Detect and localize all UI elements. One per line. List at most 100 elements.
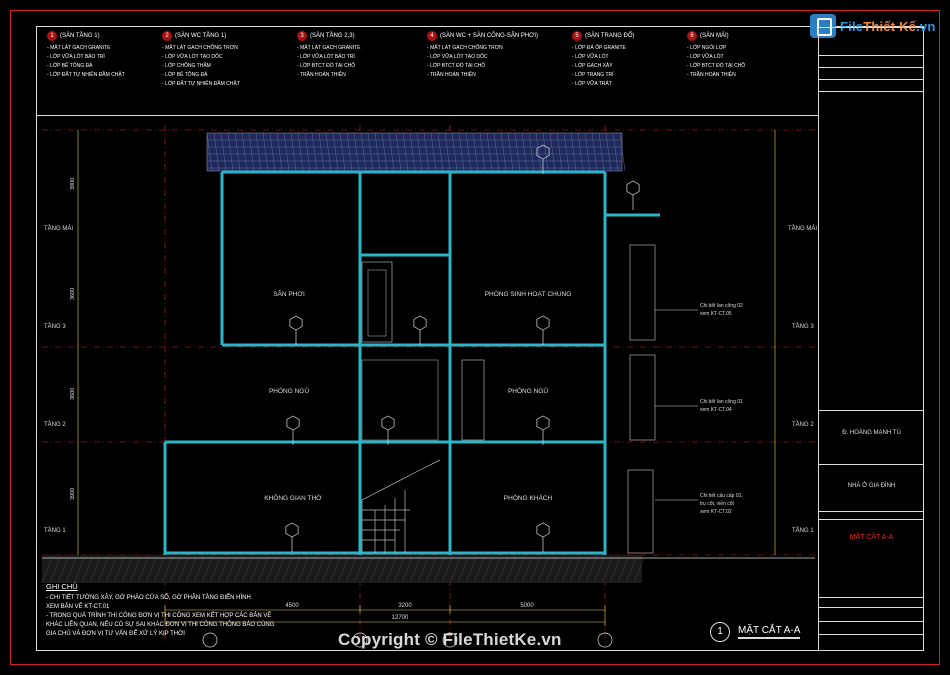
note-line: LỚP VỮA LÓT xyxy=(572,53,692,62)
note-line: TRẦN HOÀN THIỆN xyxy=(297,71,417,80)
note-title: (SÀN TRANG ĐỔ) xyxy=(585,32,635,39)
roof xyxy=(206,132,626,172)
note-line: MẶT LÁT GẠCH GRANITE xyxy=(297,44,417,53)
hex-tag xyxy=(626,180,640,196)
note-line: LỚP ĐẤT TỰ NHIÊN ĐẦM CHẶT xyxy=(47,71,167,80)
staircase xyxy=(361,459,441,553)
note-line: LỚP BTCT ĐỔ TẠI CHỖ xyxy=(687,62,807,71)
level-3-right: TẦNG 3 xyxy=(792,323,814,330)
note-line: LỚP TRANG TRÍ xyxy=(572,71,692,80)
note-line-3: - TRONG QUÁ TRÌNH THI CÔNG ĐƠN VỊ THI CÔ… xyxy=(46,613,272,619)
height-4: 3900 xyxy=(70,178,76,190)
height-dims: 3900 3600 3600 3900 xyxy=(70,178,76,500)
section-title: MẶT CẮT A-A xyxy=(738,625,801,639)
note-column-3: 3(SÀN TẦNG 2,3)MẶT LÁT GẠCH GRANITELỚP V… xyxy=(297,31,417,80)
level-2-right: TẦNG 2 xyxy=(792,421,814,428)
dim-4500: 4500 xyxy=(285,603,299,609)
grid-bubbles xyxy=(202,632,613,648)
note-title: (SÀN MÁI) xyxy=(700,32,729,39)
note-line: LỚP GẠCH XÂY xyxy=(572,62,692,71)
height-3: 3600 xyxy=(70,288,76,300)
drawing-border-outer xyxy=(10,10,940,665)
callout-1a: Chi tiết lan công 02 xyxy=(700,303,743,309)
note-line: LỚP ĐẤT TỰ NHIÊN ĐẦM CHẶT xyxy=(162,80,282,89)
callouts: Chi tiết lan công 02 xem KT-CT.05 Chi ti… xyxy=(700,303,743,515)
room-labels: SÂN PHƠI PHÒNG SINH HOẠT CHUNG PHÒNG NGỦ… xyxy=(264,289,571,502)
note-line: LỚP BÊ TÔNG ĐÁ xyxy=(47,62,167,71)
note-column-2: 2(SÀN WC TẦNG 1) MẶT LÁT GẠCH CHỐNG TRƠN L… xyxy=(162,31,282,89)
horizontal-dimensions xyxy=(164,605,606,626)
ground xyxy=(41,555,815,584)
dim-5000: 5000 xyxy=(520,603,534,609)
note-number: 5 xyxy=(572,31,582,41)
note-line-1: - CHI TIẾT TƯỜNG XÂY, GỜ PHÀO CỬA SỔ, GỜ… xyxy=(46,595,251,601)
note-line: LỚP CHỐNG THẤM xyxy=(162,62,282,71)
note-column-1: 1(SÀN TẦNG 1)MẶT LÁT GẠCH GRANITELỚP VỮA… xyxy=(47,31,167,80)
level-1-right: TẦNG 1 xyxy=(792,527,814,534)
note-line-2: XEM BẢN VẼ KT-CT.01 xyxy=(46,604,110,610)
level-mai-left: TẦNG MÁI xyxy=(44,225,73,232)
section-label: 1 MẶT CẮT A-A xyxy=(710,622,801,642)
logo-part-vn: .vn xyxy=(916,18,936,34)
note-title: (SÀN WC + SÀN CÔNG-SÂN PHƠI) xyxy=(440,32,538,39)
copyright-watermark: Copyright © FileThietKe.vn xyxy=(338,630,562,649)
room-sinh-hoat-chung: PHÒNG SINH HOẠT CHUNG xyxy=(485,289,572,298)
note-number: 2 xyxy=(162,31,172,41)
logo-part-file: File xyxy=(840,18,864,34)
note-column-5: 5(SÀN TRANG ĐỔ)LỚP ĐÁ ỐP GRANITELỚP VỮA … xyxy=(572,31,692,89)
vertical-dimensions xyxy=(77,130,776,555)
note-line: LỚP BÊ TÔNG ĐÁ xyxy=(162,71,282,80)
project-name: NHÀ Ở GIA ĐÌNH xyxy=(847,483,896,489)
height-2: 3600 xyxy=(70,388,76,400)
room-ngu-2: PHÒNG NGỦ xyxy=(508,386,548,395)
callout-3b: trụ cột, viền cột xyxy=(700,501,735,507)
level-1-left: TẦNG 1 xyxy=(44,527,66,534)
room-san-phoi: SÂN PHƠI xyxy=(273,289,305,298)
note-number: 3 xyxy=(297,31,307,41)
callout-2a: Chi tiết lan công 01 xyxy=(700,399,743,405)
note-line: LỚP ĐÁ ỐP GRANITE xyxy=(572,44,692,53)
note-line: LỚP VỮA LÓT BẢO TRÌ xyxy=(47,53,167,62)
hex-tag xyxy=(536,522,550,538)
note-number: 6 xyxy=(687,31,697,41)
note-number: 1 xyxy=(47,31,57,41)
width-dims: 4500 3200 5000 12700 xyxy=(285,603,534,621)
dim-3200: 3200 xyxy=(398,603,412,609)
note-line: TRẦN HOÀN THIỆN xyxy=(427,71,547,80)
note-line-4: KHÁC LIÊN QUAN, NẾU CÓ SỰ SAI KHÁC ĐƠN V… xyxy=(46,622,275,628)
callout-3a: Chi tiết cầu cấp 01, xyxy=(700,493,743,499)
level-mai-right: TẦNG MÁI xyxy=(788,225,817,232)
general-notes: GHI CHÚ - CHI TIẾT TƯỜNG XÂY, GỜ PHÀO CỬ… xyxy=(46,582,316,639)
note-number: 4 xyxy=(427,31,437,41)
note-line: LỚP BTCT ĐỔ TẠI CHỖ xyxy=(297,62,417,71)
note-title: (SÀN WC TẦNG 1) xyxy=(175,32,227,39)
note-line-5: GIA CHỦ VÀ ĐƠN VỊ TƯ VẤN ĐỂ XỬ LÝ KỊP TH… xyxy=(46,631,185,637)
note-column-6: 6(SÀN MÁI) LỚP NGÓI LỢPLỚP VỮA LÓTLỚP BTC… xyxy=(687,31,807,80)
note-line: LỚP VỮA TRÁT xyxy=(572,80,692,89)
note-line: LỚP NGÓI LỢP xyxy=(687,44,807,53)
level-3-left: TẦNG 3 xyxy=(44,323,66,330)
designer-name: Đ. HOÀNG MẠNH TÚ xyxy=(842,430,901,436)
height-1: 3900 xyxy=(70,488,76,500)
structure-walls xyxy=(163,170,660,555)
hex-tag xyxy=(285,522,299,538)
site-logo[interactable]: FileThiết Kế.vn xyxy=(810,14,935,38)
note-title: (SÀN TẦNG 2,3) xyxy=(310,32,355,39)
note-line: MẶT LÁT GẠCH CHỐNG TRƠN xyxy=(162,44,282,53)
hex-tag xyxy=(536,315,550,331)
callout-2b: xem KT-CT.04 xyxy=(700,407,732,413)
callout-3c: xem KT-CT.02 xyxy=(700,509,732,515)
note-line: MẶT LÁT GẠCH CHỐNG TRƠN xyxy=(427,44,547,53)
drawing-border-inner xyxy=(36,26,924,651)
hex-tag xyxy=(413,315,427,331)
hex-tag xyxy=(286,415,300,431)
logo-part-thietke: Thiết Kế xyxy=(863,18,917,34)
level-labels: TẦNG MÁI TẦNG 3 TẦNG 2 TẦNG 1 TẦNG MÁI T… xyxy=(44,225,817,534)
note-line: LỚP VỮA LÓT xyxy=(687,53,807,62)
material-tags xyxy=(285,144,640,552)
material-notes: 1(SÀN TẦNG 1)MẶT LÁT GẠCH GRANITELỚP VỮA… xyxy=(37,27,818,116)
window-frames xyxy=(361,244,656,554)
room-khach: PHÒNG KHÁCH xyxy=(504,493,553,502)
note-line: MẶT LÁT GẠCH GRANITE xyxy=(47,44,167,53)
